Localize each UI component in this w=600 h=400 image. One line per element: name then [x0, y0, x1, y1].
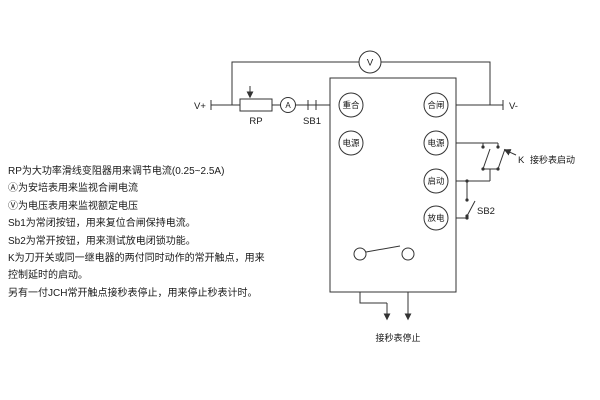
port-power-left-label: 电源 — [342, 138, 360, 148]
stopwatch-start-label: 接秒表启动 — [530, 154, 575, 165]
port-power-right-label: 电源 — [427, 138, 445, 148]
notes-block: RP为大功率滑线变阻器用来调节电流(0.25~2.5A) Ⓐ为安培表用来监视合闸… — [8, 163, 308, 302]
port-power-right: 电源 — [423, 130, 449, 156]
rp-label: RP — [249, 116, 262, 127]
wires — [210, 61, 504, 321]
ammeter: A — [280, 97, 296, 113]
jch-contact — [353, 245, 415, 261]
port-reclose-label: 重合 — [342, 100, 360, 110]
port-start-label: 启动 — [427, 176, 445, 186]
port-discharge: 放电 — [423, 205, 449, 231]
port-reclose: 重合 — [338, 92, 364, 118]
port-power-left: 电源 — [338, 130, 364, 156]
ammeter-label: A — [285, 101, 291, 110]
vminus-label: V- — [509, 101, 518, 112]
button-sb2: SB2 — [465, 179, 495, 220]
note-line-rp: RP为大功率滑线变阻器用来调节电流(0.25~2.5A) — [8, 166, 225, 177]
sb1-label: SB1 — [303, 116, 321, 127]
note-line-k-1: K为刀开关或同一继电器的两付同时动作的常开触点，用来 — [8, 253, 265, 265]
sb2-label: SB2 — [477, 206, 495, 217]
note-line-sb2: Sb2为常开按钮，用来测试放电闭锁功能。 — [8, 235, 196, 247]
stopwatch-stop-label: 接秒表停止 — [375, 332, 420, 343]
port-close-label: 合闸 — [427, 100, 444, 110]
voltmeter-label: V — [367, 58, 374, 69]
port-close: 合闸 — [423, 92, 449, 118]
note-line-sb1: Sb1为常闭按钮，用来复位合闸保持电流。 — [8, 218, 196, 230]
rheostat-rp: RP — [239, 86, 273, 127]
vplus-label: V+ — [194, 101, 206, 112]
switch-k: K 接秒表启动 — [481, 145, 575, 171]
k-callout-arrow — [503, 149, 517, 156]
port-discharge-label: 放电 — [427, 213, 445, 223]
note-line-ammeter: Ⓐ为安培表用来监视合闸电流 — [8, 183, 138, 195]
button-sb1: SB1 — [303, 100, 321, 127]
port-start: 启动 — [423, 168, 449, 194]
note-line-jch: 另有一付JCH常开触点接秒表停止，用来停止秒表计时。 — [8, 287, 258, 299]
voltmeter: V — [358, 50, 382, 74]
note-line-voltmeter: Ⓥ为电压表用来监视额定电压 — [8, 200, 138, 212]
k-label: K — [518, 155, 525, 166]
note-line-k-2: 控制延时的启动。 — [8, 270, 88, 282]
